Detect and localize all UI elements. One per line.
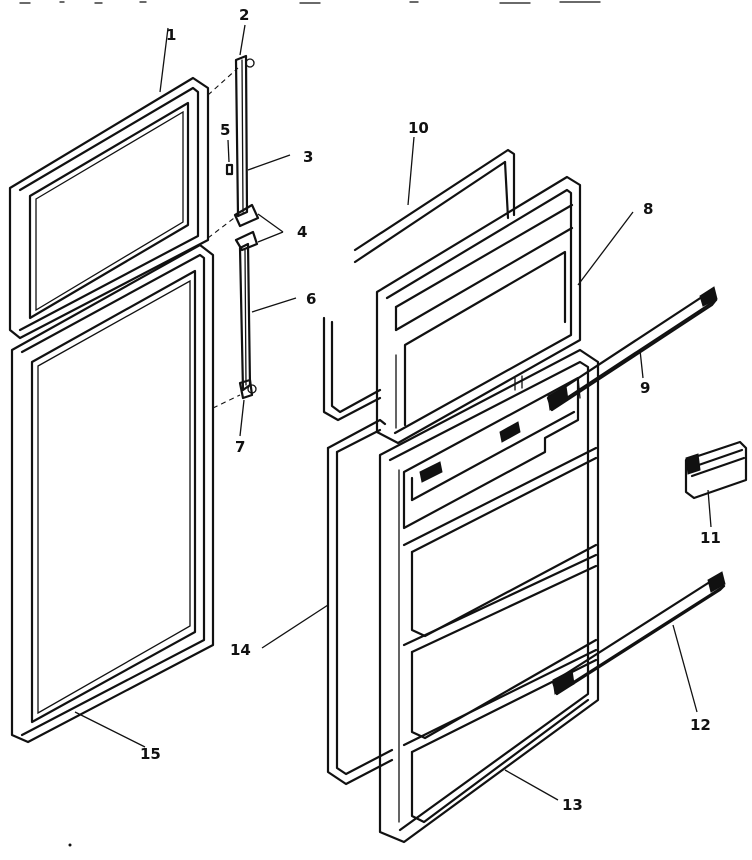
callout-14: 14 <box>230 641 251 659</box>
callout-1: 1 <box>166 26 176 44</box>
scan-speck <box>68 843 72 847</box>
fresh-food-gasket <box>326 418 394 786</box>
callout-13: 13 <box>562 796 583 814</box>
callout-4: 4 <box>297 223 307 241</box>
callout-7: 7 <box>235 438 245 456</box>
fresh-food-shelf-rail <box>551 571 726 696</box>
callout-6: 6 <box>306 290 316 308</box>
freezer-door <box>8 76 210 340</box>
callout-8: 8 <box>643 200 653 218</box>
callout-labels: 1 2 3 4 5 6 7 8 9 10 11 12 13 14 15 <box>140 6 721 814</box>
callout-2: 2 <box>239 6 249 24</box>
dairy-door-bin <box>684 440 748 500</box>
freezer-shelf-rail <box>546 286 718 412</box>
fresh-food-door-liner <box>378 348 600 844</box>
callout-5: 5 <box>220 121 230 139</box>
callout-15: 15 <box>140 745 161 763</box>
callout-10: 10 <box>408 119 429 137</box>
fresh-food-door <box>10 243 215 744</box>
callout-9: 9 <box>640 379 650 397</box>
scan-artifacts <box>19 1 601 4</box>
freezer-gasket <box>322 148 516 422</box>
hinge-trim-parts <box>207 54 260 409</box>
callout-3: 3 <box>303 148 313 166</box>
callout-11: 11 <box>700 529 721 547</box>
leader-lines <box>74 24 712 801</box>
callout-12: 12 <box>690 716 711 734</box>
